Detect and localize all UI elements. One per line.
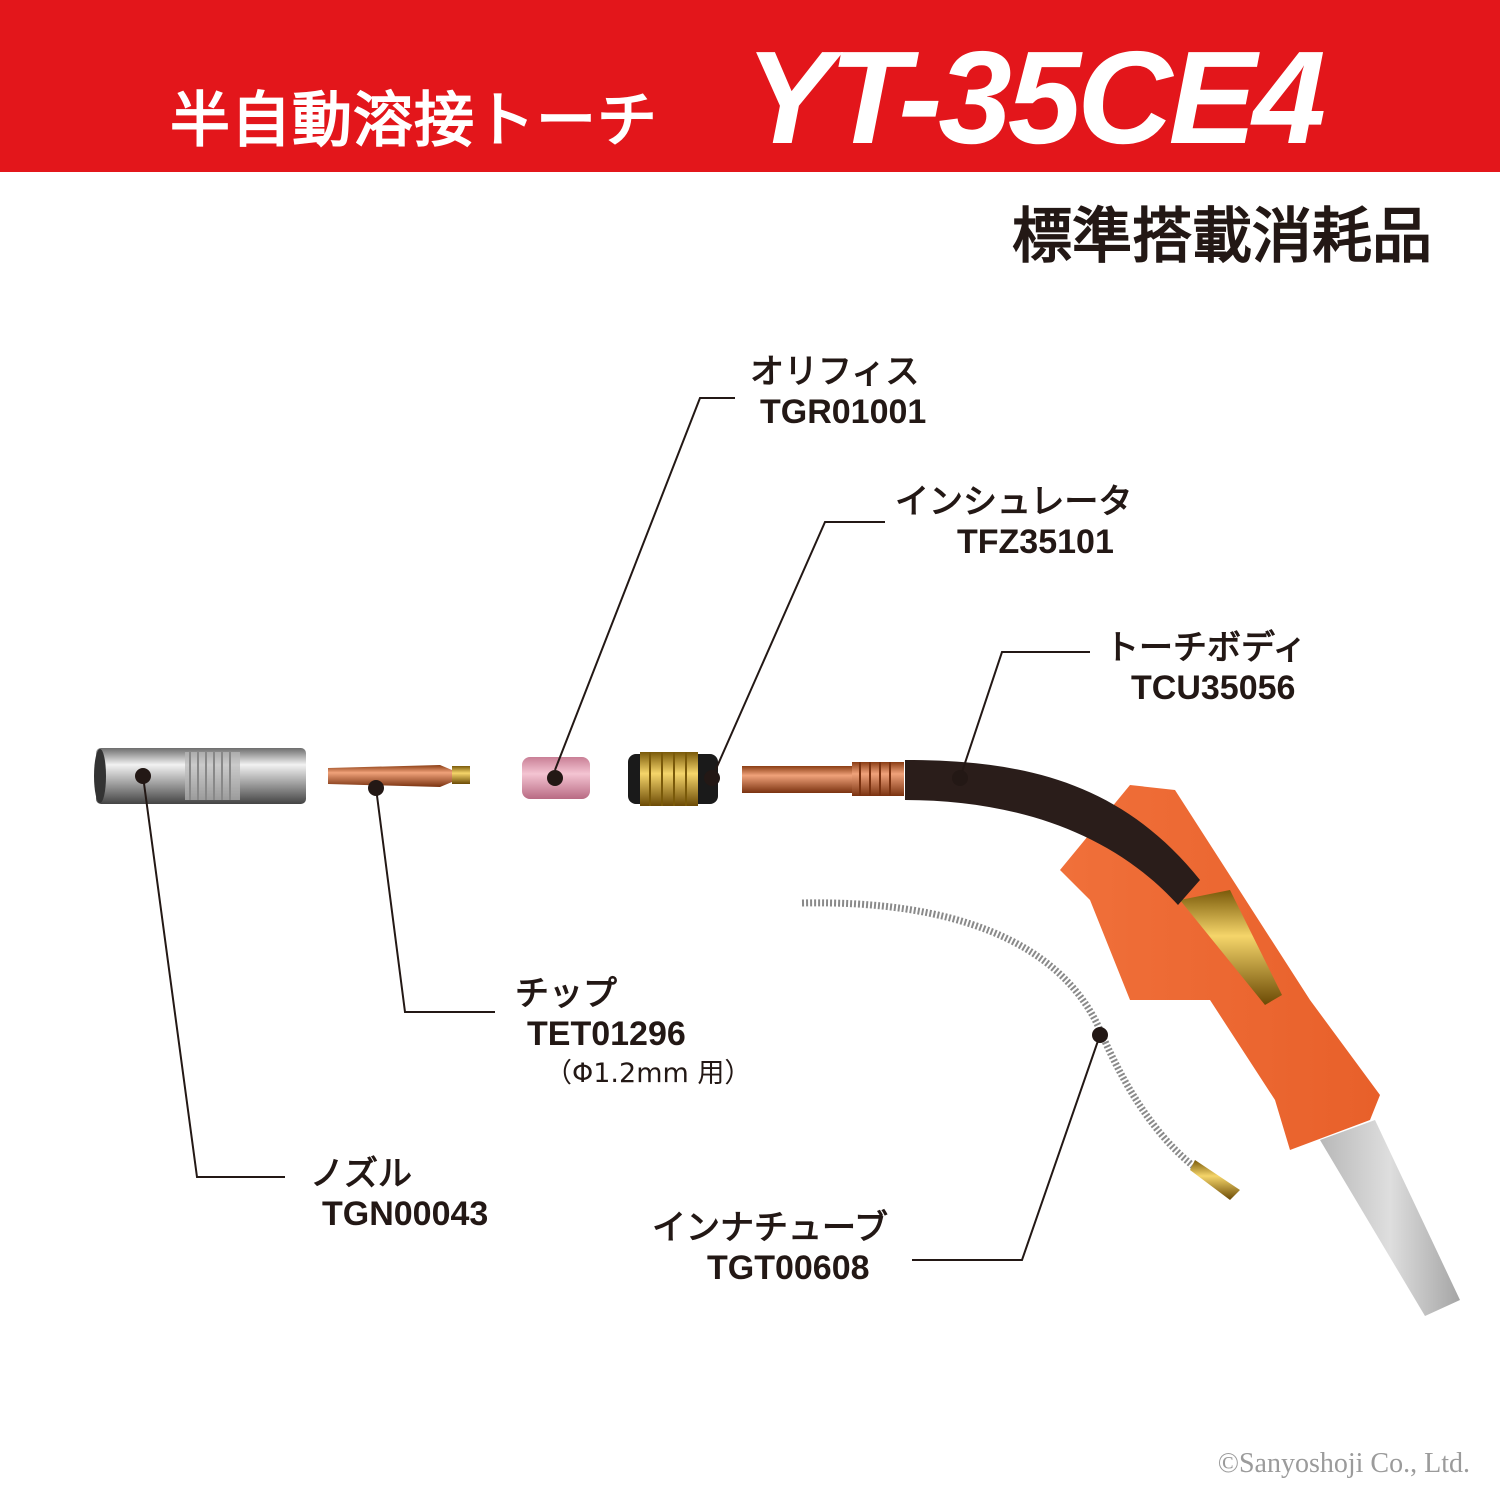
model-title: YT-35CE4 — [745, 24, 1326, 171]
part-code: TGR01001 — [760, 393, 927, 431]
part-code: TFZ35101 — [957, 523, 1114, 561]
part-name: オリフィス — [750, 352, 920, 392]
header-banner: 半自動溶接トーチ YT-35CE4 — [0, 0, 1500, 172]
part-code: TGN00043 — [322, 1195, 489, 1233]
label-nozzle: ノズル TGN00043 — [310, 1154, 488, 1234]
part-code: TCU35056 — [1131, 669, 1296, 707]
label-torch-body: トーチボディ TCU35056 — [1105, 628, 1307, 708]
part-name: インシュレータ — [895, 482, 1133, 522]
part-note: （Φ1.2mm 用） — [545, 1058, 752, 1089]
section-subtitle: 標準搭載消耗品 — [1012, 202, 1432, 272]
leader-dots — [135, 768, 1108, 1043]
nozzle-part — [94, 748, 306, 804]
label-orifice: オリフィス TGR01001 — [750, 352, 926, 432]
copyright-text: ©Sanyoshoji Co., Ltd. — [1217, 1448, 1470, 1479]
leader-lines — [142, 397, 1101, 1261]
part-name: インナチューブ — [652, 1208, 888, 1248]
product-type-title: 半自動溶接トーチ — [170, 86, 658, 156]
inner-tube-fitting — [1190, 1160, 1240, 1200]
part-name: ノズル — [310, 1154, 412, 1194]
torch-body-part — [742, 760, 1460, 1316]
label-contact-tip: チップ TET01296 （Φ1.2mm 用） — [515, 974, 751, 1094]
contact-tip-part — [328, 765, 470, 787]
part-name: チップ — [515, 974, 617, 1014]
part-code: TET01296 — [527, 1015, 686, 1053]
inner-tube-part — [801, 899, 1232, 1194]
insulator-part — [628, 752, 718, 806]
label-inner-tube: インナチューブ TGT00608 — [652, 1208, 888, 1288]
label-insulator: インシュレータ TFZ35101 — [895, 482, 1132, 562]
part-code: TGT00608 — [707, 1249, 870, 1287]
part-name: トーチボディ — [1105, 628, 1307, 668]
